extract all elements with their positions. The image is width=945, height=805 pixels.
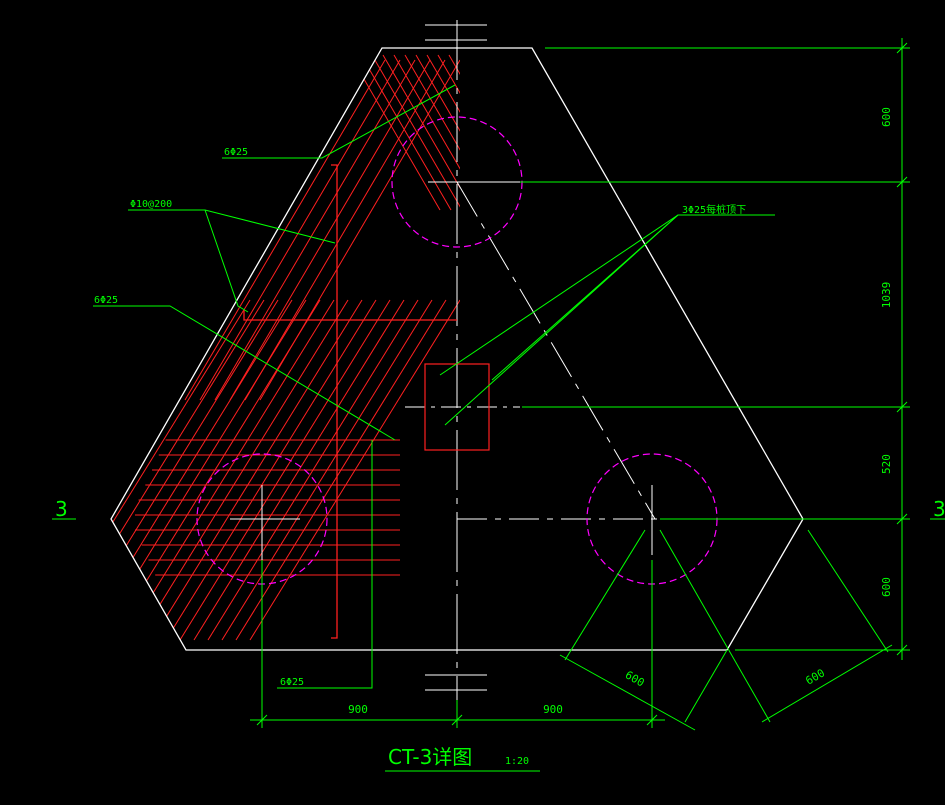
dim-right-2: 1039	[880, 282, 893, 309]
dim-right-1: 600	[880, 107, 893, 127]
diag-dim-line-1	[559, 654, 696, 731]
section-mark-left: 3	[55, 497, 68, 521]
leader-stirrup-b	[204, 209, 249, 313]
tick-1	[896, 42, 908, 54]
dimension-diagonal	[559, 529, 893, 731]
diag-ext-4	[807, 529, 889, 653]
label-rebar-left: 6Φ25	[94, 295, 118, 306]
stirrup-left-vertical	[331, 164, 338, 639]
rebar-diag-c	[404, 54, 460, 211]
rebar-diag-a	[214, 59, 416, 401]
dimension-bottom	[250, 560, 665, 728]
drawing-scale: 1:20	[505, 756, 529, 767]
label-rebar-bottom: 6Φ25	[280, 677, 304, 688]
rebar-horizontal-group	[135, 439, 400, 576]
tick-4	[896, 513, 908, 525]
dim-bottom-right: 900	[543, 703, 563, 716]
dim-right-4: 600	[880, 577, 893, 597]
rebar-diag-c	[371, 54, 460, 211]
rebar-diag-c	[415, 54, 460, 211]
rebar-diag-c	[393, 54, 460, 211]
label-rebar-pile: 3Φ25每桩顶下	[682, 203, 746, 216]
label-rebar-top: 6Φ25	[224, 147, 248, 158]
tick-b3	[646, 714, 658, 726]
rebar-diag-c	[360, 54, 452, 211]
section-mark-right: 3	[933, 497, 945, 521]
leaders	[93, 84, 775, 689]
rebar-diag-c	[349, 54, 441, 211]
dim-bottom-left: 900	[348, 703, 368, 716]
dim-right-3: 520	[880, 454, 893, 474]
tick-b2	[451, 714, 463, 726]
tick-5	[896, 644, 908, 656]
tick-2	[896, 176, 908, 188]
leader-rebar-bottom	[277, 440, 373, 689]
leader-rebar-top	[222, 84, 456, 159]
tick-b1	[256, 714, 268, 726]
diag-ext-2	[684, 649, 728, 723]
diag-ext-1	[564, 529, 646, 661]
drawing-title: CT-3详图	[388, 745, 472, 769]
leader-rebar-left	[93, 305, 396, 441]
stirrup-horizontal	[243, 310, 457, 321]
label-stirrup: Φ10@200	[130, 199, 172, 210]
tick-3	[896, 401, 908, 413]
leader-pile-3	[491, 214, 679, 381]
diag-dim-line-2	[761, 644, 893, 723]
stirrup-bar	[243, 164, 457, 639]
rebar-diag-c	[437, 54, 460, 211]
diag-ext-3	[659, 529, 771, 723]
dimension-right	[520, 38, 910, 660]
rebar-diag-c	[426, 54, 460, 211]
rebar-diag-a	[244, 59, 446, 401]
rebar-diag-b	[111, 299, 251, 641]
